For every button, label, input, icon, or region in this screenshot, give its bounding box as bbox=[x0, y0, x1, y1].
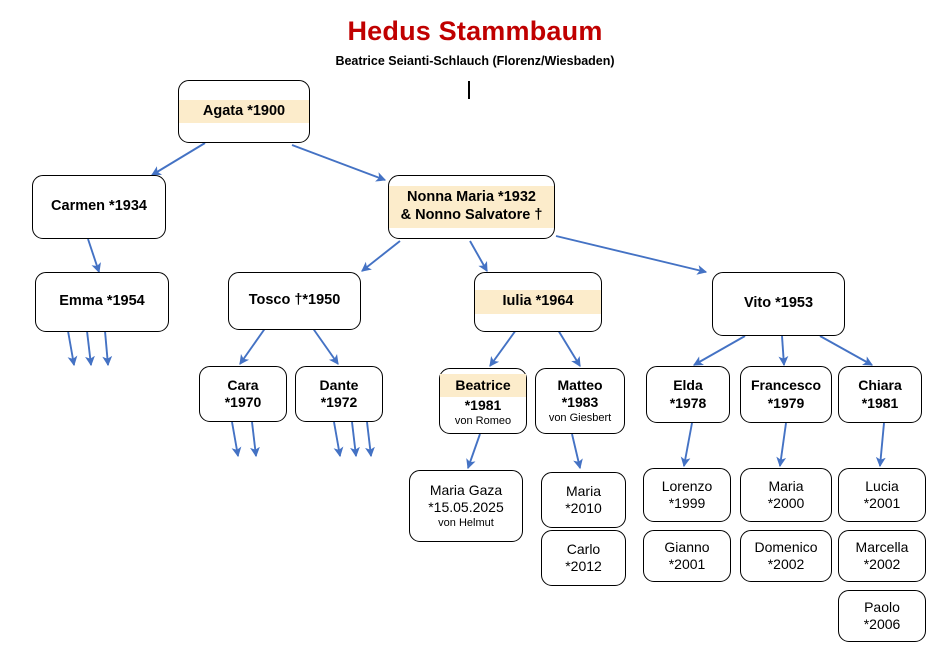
node-beatrice-line1: Beatrice bbox=[440, 373, 526, 397]
node-elda[interactable]: Elda *1978 bbox=[646, 366, 730, 423]
node-maria-2010-line2: *2010 bbox=[565, 500, 602, 516]
node-emma-label: Emma *1954 bbox=[59, 293, 145, 310]
node-iulia-label: Iulia *1964 bbox=[475, 290, 601, 314]
node-carlo-line2: *2012 bbox=[565, 558, 602, 574]
node-domenico-line1: Domenico bbox=[754, 538, 818, 555]
node-dante-line1: Dante bbox=[319, 376, 359, 393]
text-caret bbox=[468, 81, 470, 99]
node-gianno-line1: Gianno bbox=[664, 538, 710, 555]
node-carmen[interactable]: Carmen *1934 bbox=[32, 175, 166, 239]
node-matteo-line2: *1983 bbox=[561, 393, 599, 410]
node-marcella-line1: Marcella bbox=[855, 538, 909, 555]
node-marcella[interactable]: Marcella *2002 bbox=[838, 530, 926, 582]
node-beatrice-line2: *1981 bbox=[464, 396, 502, 413]
node-matteo-line1: Matteo bbox=[557, 376, 603, 393]
node-cara[interactable]: Cara *1970 bbox=[199, 366, 287, 422]
node-domenico[interactable]: Domenico *2002 bbox=[740, 530, 832, 582]
node-maria-2000-line1: Maria bbox=[768, 477, 804, 494]
node-tosco[interactable]: Tosco †*1950 bbox=[228, 272, 361, 330]
node-chiara-line2: *1981 bbox=[861, 394, 899, 411]
node-beatrice[interactable]: Beatrice *1981 von Romeo bbox=[439, 368, 527, 434]
node-matteo-note: von Giesbert bbox=[548, 411, 612, 424]
node-francesco-line1: Francesco bbox=[750, 377, 822, 394]
node-lorenzo[interactable]: Lorenzo *1999 bbox=[643, 468, 731, 522]
node-maria-gaza-line1: Maria Gaza bbox=[429, 481, 503, 498]
node-elda-line1: Elda bbox=[673, 377, 703, 394]
node-gianno-line2: *2001 bbox=[668, 556, 706, 572]
node-nonna-line1: Nonna Maria *1932 bbox=[407, 189, 536, 206]
node-paolo[interactable]: Paolo *2006 bbox=[838, 590, 926, 642]
node-beatrice-note: von Romeo bbox=[454, 414, 512, 427]
node-maria-2000[interactable]: Maria *2000 bbox=[740, 468, 832, 522]
node-cara-line1: Cara bbox=[227, 376, 259, 393]
node-gianno[interactable]: Gianno *2001 bbox=[643, 530, 731, 582]
node-cara-line2: *1970 bbox=[224, 394, 262, 410]
node-chiara-line1: Chiara bbox=[858, 377, 902, 394]
node-francesco-line2: *1979 bbox=[767, 394, 805, 411]
page-title: Hedus Stammbaum bbox=[347, 16, 603, 46]
node-maria-2000-line2: *2000 bbox=[767, 495, 805, 511]
node-vito-label: Vito *1953 bbox=[743, 295, 814, 312]
node-tosco-label: Tosco †*1950 bbox=[248, 292, 341, 309]
node-emma[interactable]: Emma *1954 bbox=[35, 272, 169, 332]
node-agata-label: Agata *1900 bbox=[179, 99, 309, 124]
node-carlo[interactable]: Carlo *2012 bbox=[541, 530, 626, 586]
node-elda-line2: *1978 bbox=[669, 394, 707, 411]
node-maria-gaza-line2: *15.05.2025 bbox=[428, 498, 504, 515]
node-nonna-highlight: Nonna Maria *1932 & Nonno Salvatore † bbox=[389, 186, 554, 228]
node-maria-gaza[interactable]: Maria Gaza *15.05.2025 von Helmut bbox=[409, 470, 523, 542]
page-subtitle: Beatrice Seianti-Schlauch (Florenz/Wiesb… bbox=[335, 54, 615, 68]
node-vito[interactable]: Vito *1953 bbox=[712, 272, 845, 336]
node-francesco[interactable]: Francesco *1979 bbox=[740, 366, 832, 423]
node-dante-line2: *1972 bbox=[320, 394, 358, 410]
node-carmen-label: Carmen *1934 bbox=[51, 198, 147, 215]
node-maria-2010[interactable]: Maria *2010 bbox=[541, 472, 626, 528]
node-domenico-line2: *2002 bbox=[767, 556, 805, 572]
node-lorenzo-line2: *1999 bbox=[668, 495, 706, 511]
node-dante[interactable]: Dante *1972 bbox=[295, 366, 383, 422]
node-paolo-line2: *2006 bbox=[863, 616, 901, 632]
node-marcella-line2: *2002 bbox=[863, 556, 901, 572]
node-agata[interactable]: Agata *1900 bbox=[178, 80, 310, 143]
node-matteo[interactable]: Matteo *1983 von Giesbert bbox=[535, 368, 625, 434]
node-nonna-maria-salvatore[interactable]: Nonna Maria *1932 & Nonno Salvatore † bbox=[388, 175, 555, 239]
node-lucia-line2: *2001 bbox=[863, 495, 901, 511]
node-iulia[interactable]: Iulia *1964 bbox=[474, 272, 602, 332]
node-maria-gaza-note: von Helmut bbox=[438, 516, 494, 529]
node-nonna-line2: & Nonno Salvatore † bbox=[400, 207, 543, 223]
node-paolo-line1: Paolo bbox=[864, 598, 900, 615]
node-maria-2010-line1: Maria bbox=[565, 482, 601, 499]
node-lucia-line1: Lucia bbox=[865, 477, 899, 494]
node-carlo-line1: Carlo bbox=[566, 540, 601, 557]
node-lucia[interactable]: Lucia *2001 bbox=[838, 468, 926, 522]
node-lorenzo-line1: Lorenzo bbox=[661, 477, 713, 494]
node-chiara[interactable]: Chiara *1981 bbox=[838, 366, 922, 423]
